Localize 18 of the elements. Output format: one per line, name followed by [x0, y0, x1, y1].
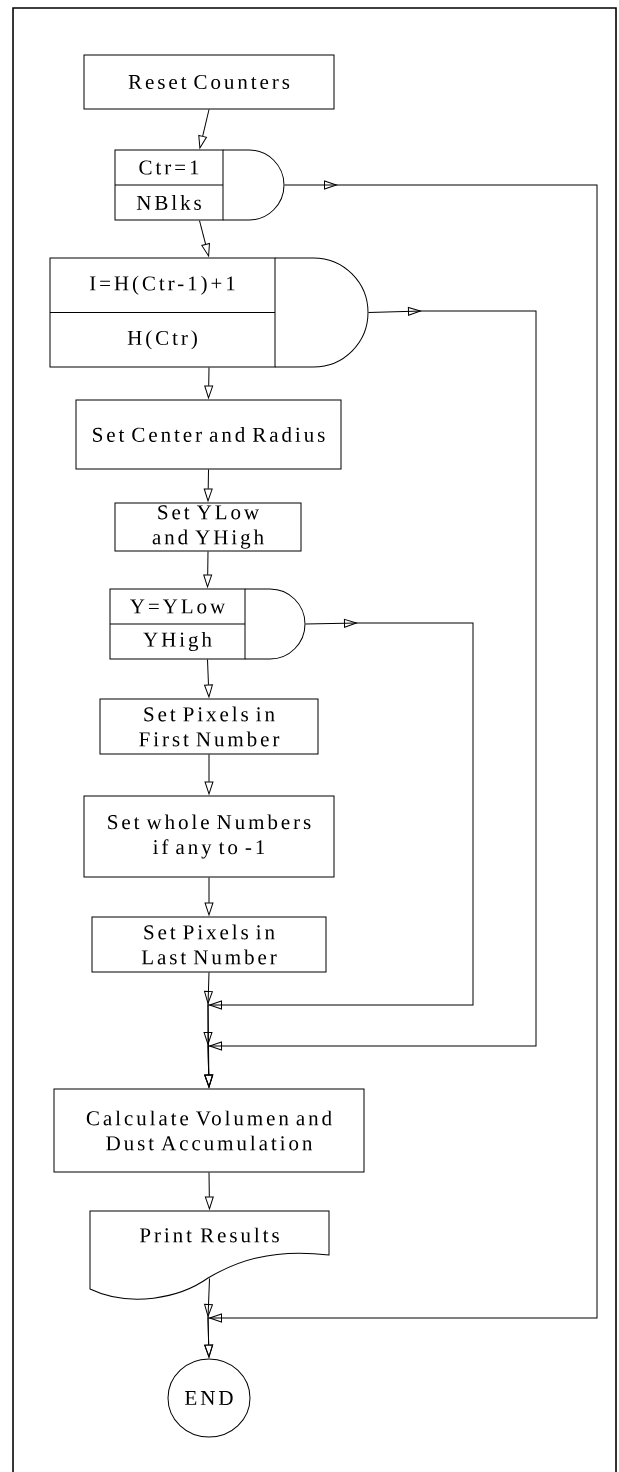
- arrow: [204, 659, 213, 698]
- arrow: [203, 551, 213, 588]
- process-box: Set YLow and YHigh: [114, 502, 302, 552]
- arrow: [204, 877, 214, 916]
- process-box: Set Pixels in First Number: [99, 698, 319, 755]
- process-box: Reset Counters: [83, 54, 335, 110]
- arrow: [198, 109, 210, 149]
- arrow: [204, 1172, 214, 1210]
- arrow: [204, 367, 214, 399]
- arrow: [204, 306, 537, 1088]
- process-box: Set whole Numbers if any to -1: [83, 795, 335, 878]
- process-box: Calculate Volumen and Dust Accumulation: [53, 1088, 365, 1173]
- process-box: Set Pixels in Last Number: [91, 916, 327, 973]
- arrow: [203, 469, 213, 502]
- process-box: Set Center and Radius: [75, 399, 342, 470]
- arrow: [199, 220, 210, 257]
- arrow: [204, 180, 598, 1358]
- arrow: [204, 754, 214, 795]
